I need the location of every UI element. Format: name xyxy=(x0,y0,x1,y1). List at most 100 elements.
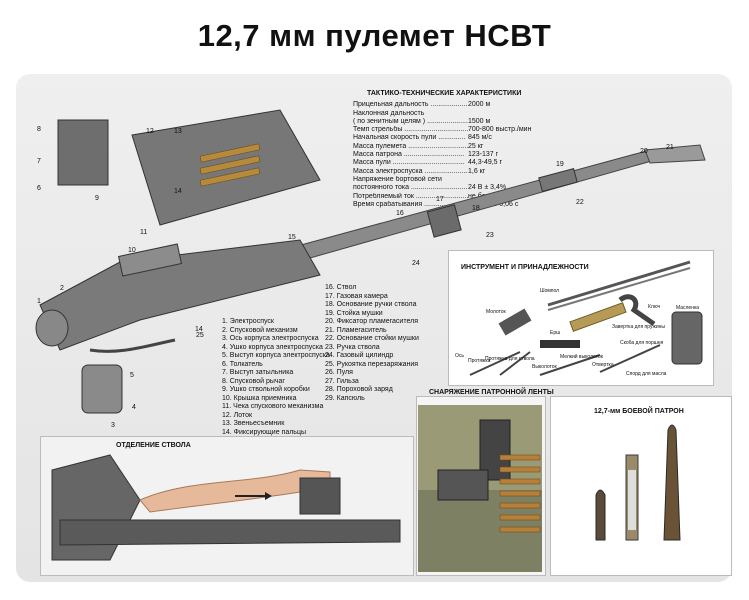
callout-number: 12 xyxy=(146,128,154,135)
callout-number: 21 xyxy=(666,144,674,151)
tool-label: Отвертка xyxy=(592,362,614,368)
callout-number: 14 xyxy=(195,326,203,333)
spec-value: 25 кг xyxy=(468,142,484,150)
legend-item: 19. Стойка мушки xyxy=(325,309,383,317)
spec-row: Темп стрельбы ..........................… xyxy=(353,126,593,134)
callout-number: 9 xyxy=(95,195,99,202)
belt-loading-title: СНАРЯЖЕНИЕ ПАТРОННОЙ ЛЕНТЫ xyxy=(427,389,556,396)
callout-number: 2 xyxy=(60,285,64,292)
callout-number: 17 xyxy=(436,196,444,203)
cable-shape xyxy=(89,338,176,353)
spec-row: Масса электроспуска ....................… xyxy=(353,168,593,176)
tool-label: Скоба для поршня xyxy=(620,340,664,346)
spec-row: Наклонная дальность xyxy=(353,110,593,118)
legend-item: 7. Выступ затыльника xyxy=(222,369,294,376)
tool-label: Завертка для пружины xyxy=(612,324,666,330)
legend-item: 18. Основание ручки ствола xyxy=(325,301,417,308)
callout-number: 24 xyxy=(412,260,420,267)
callout-number: 1 xyxy=(37,298,41,305)
feed-cover-shape xyxy=(117,243,183,277)
callout-number: 18 xyxy=(472,205,480,212)
legend-item: 6. Толкатель xyxy=(222,360,263,368)
callout-number: 13 xyxy=(174,128,182,135)
spec-name: Масса патрона ..........................… xyxy=(353,151,465,159)
tool-label: Масленка xyxy=(676,305,700,311)
legend-item: 27. Гильза xyxy=(325,377,359,385)
cartridge-title: 12,7-мм БОЕВОЙ ПАТРОН xyxy=(594,408,684,415)
spec-name: Наклонная дальность xyxy=(353,109,425,117)
spec-value: 1,6 кг xyxy=(468,167,486,175)
spec-value: 44,3-49,5 г xyxy=(468,159,503,167)
tool-label: Шомпол xyxy=(540,288,560,294)
legend-item: 28. Пороховой заряд xyxy=(325,386,393,393)
spec-row: Масса пули .............................… xyxy=(353,159,593,167)
legend-item: 8. Спусковой рычаг xyxy=(222,377,285,385)
callout-number: 20 xyxy=(640,148,648,155)
spec-value: 700-800 выстр./мин xyxy=(468,126,532,134)
tool-label: Выколоток xyxy=(532,364,557,370)
legend-item: 25. Рукоятка перезаряжания xyxy=(325,360,419,368)
tool-label: Ерш xyxy=(550,330,561,336)
front-sight-base-shape xyxy=(538,167,578,193)
callout-number: 6 xyxy=(37,185,41,192)
tool-label: Протяжка xyxy=(468,358,491,364)
callout-number: 10 xyxy=(128,247,136,254)
legend-item: 4. Ушко корпуса электроспуска xyxy=(222,343,323,351)
callout-number: 5 xyxy=(130,372,134,379)
callout-number: 19 xyxy=(556,161,564,168)
spec-name: Темп стрельбы ..........................… xyxy=(353,126,468,134)
callout-number: 14 xyxy=(174,188,182,195)
legend-item: 5. Выступ корпуса электроспуска xyxy=(222,352,330,359)
legend-item: 22. Основание стойки мушки xyxy=(325,335,419,342)
legend-item: 24. Газовый цилиндр xyxy=(325,352,394,359)
callout-number: 3 xyxy=(111,422,115,429)
legend-item: 17. Газовая камера xyxy=(325,292,388,300)
callout-number: 4 xyxy=(132,404,136,411)
callout-number: 25 xyxy=(196,332,204,339)
callout-number: 11 xyxy=(140,229,148,236)
legend-item: 1. Электроспуск xyxy=(222,318,274,325)
spec-row: Масса патрона ..........................… xyxy=(353,151,593,159)
tool-label: Мелкий выколоток xyxy=(560,354,603,360)
barrel-handle-shape xyxy=(426,204,462,238)
legend-item: 29. Капсюль xyxy=(325,394,365,402)
legend-item: 12. Лоток xyxy=(222,411,253,419)
tool-label: Протяжка для ствола xyxy=(485,356,535,362)
callout-number: 7 xyxy=(37,158,41,165)
spec-row: ( по зенитным целям ) ..................… xyxy=(353,118,593,126)
spec-value: 1500 м xyxy=(468,117,491,125)
poster-title: 12,7 мм пулемет НСВТ xyxy=(197,18,552,53)
spec-name: Прицельная дальность ...................… xyxy=(353,101,468,109)
specs-header: ТАКТИКО-ТЕХНИЧЕСКИЕ ХАРАКТЕРИСТИКИ xyxy=(367,90,522,97)
legend-item: 16. Ствол xyxy=(325,284,357,291)
legend-item: 14. Фиксирующие пальцы xyxy=(222,428,306,436)
legend-item: 20. Фиксатор пламегасителя xyxy=(325,318,418,325)
spec-name: Начальная скорость пули .............. xyxy=(353,134,466,142)
electric-trigger-shape xyxy=(81,364,123,414)
spec-name: Масса электроспуска ....................… xyxy=(353,167,468,175)
callout-number: 15 xyxy=(288,234,296,241)
spec-name: Потребляемый ток .......................… xyxy=(353,192,468,200)
legend-item: 26. Пуля xyxy=(325,369,353,376)
callout-number: 22 xyxy=(576,199,584,206)
legend-item: 23. Ручка ствола xyxy=(325,343,380,351)
tool-label: Молоток xyxy=(486,309,506,315)
ammo-detail xyxy=(199,143,261,187)
spec-value: 24 В ± 3,4% xyxy=(468,184,507,192)
barrel-removal-title: ОТДЕЛЕНИЕ СТВОЛА xyxy=(116,442,191,449)
spec-row: постоянного тока .......................… xyxy=(353,184,593,192)
callout-number: 8 xyxy=(37,126,41,133)
spec-name: Масса пули .............................… xyxy=(353,159,465,167)
flash-hider-shape xyxy=(644,144,706,164)
spec-name: Время срабатывания .....................… xyxy=(353,200,468,208)
legend-item: 3. Ось корпуса электроспуска xyxy=(222,335,319,342)
spec-value: 2000 м xyxy=(468,101,491,109)
spec-row: Начальная скорость пули ..............84… xyxy=(353,134,593,142)
tool-label: Спорд для масла xyxy=(626,371,667,377)
